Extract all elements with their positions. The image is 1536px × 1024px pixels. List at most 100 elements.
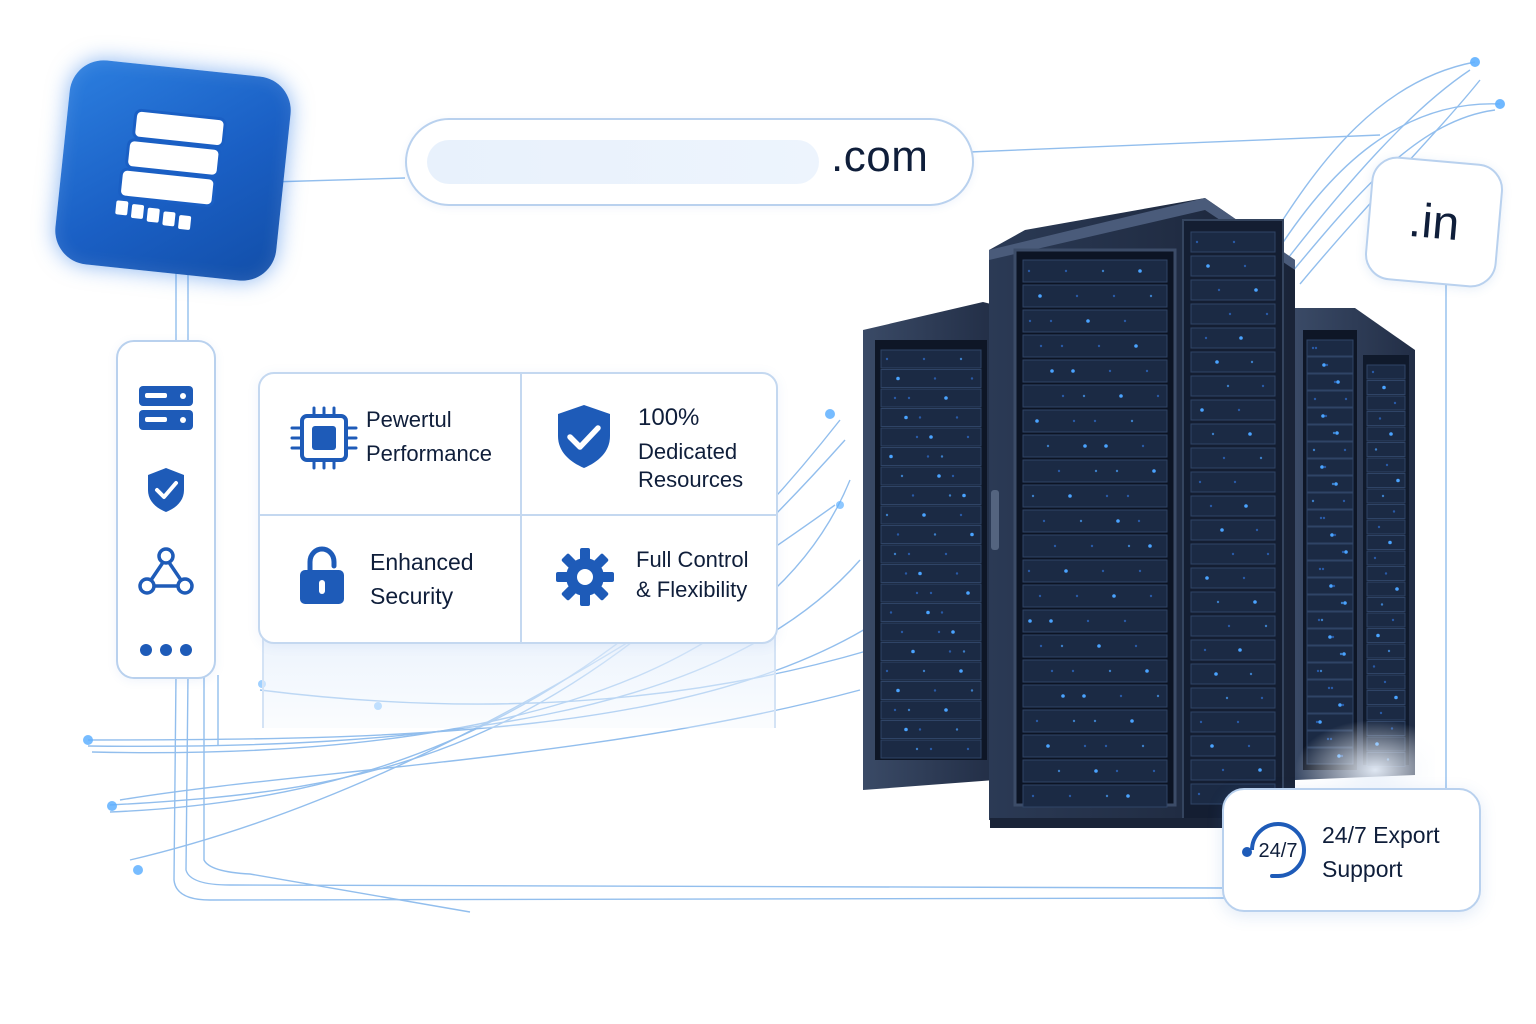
rack-slot [1366,442,1406,457]
rack-led [1388,540,1392,545]
rack-led [1383,680,1387,684]
rack-slot [1190,663,1276,685]
rack-slot [880,525,982,544]
rack-led [885,357,889,361]
rack-left-slots [880,349,982,759]
rack-led [1220,528,1224,532]
rack-led [1323,465,1327,469]
rack-slot [1190,303,1276,325]
rack-center-slots [1022,259,1168,808]
rack-led [1149,594,1153,598]
feature-performance[interactable]: Pewertul Performance [260,374,520,514]
feature-dedicated[interactable]: 100% Dedicated Resources [522,374,776,514]
rack-led [1156,394,1160,398]
tld-in-badge[interactable]: .in [1362,154,1506,290]
rack-led [1064,269,1068,273]
rack-led [1141,744,1145,748]
nav-item-network[interactable] [118,546,214,596]
feature-control-line1: Full Control [636,547,749,572]
rack-slot [1022,684,1168,708]
rack-slot [1190,471,1276,493]
server-racks-illustration [863,198,1435,830]
rack-slot [880,408,982,427]
rack-led [1333,380,1337,384]
rack-led [1031,794,1035,798]
grid-divider-vertical [520,374,522,642]
server-stack-icon [115,108,227,230]
rack-led [1222,456,1226,460]
rack-led [1119,694,1123,698]
rack-led [1035,719,1039,723]
rack-led [1064,569,1068,573]
rack-led [1046,444,1050,448]
rack-slot [1306,662,1354,680]
nav-item-more[interactable] [118,642,214,658]
rack-slot [1306,339,1354,357]
rack-led [929,435,933,439]
domain-search-bar[interactable]: .com [405,118,974,206]
rack-led [1376,633,1380,638]
rack-slot [1190,615,1276,637]
rack-led [1094,469,1098,473]
rack-led [1329,584,1333,588]
rack-led [1195,240,1199,244]
rack-led [1261,384,1265,388]
rack-slot [1190,567,1276,589]
rack-led [907,708,911,712]
rack-led [1134,344,1138,348]
nav-item-security[interactable] [118,466,214,514]
rack-led [1335,431,1339,435]
rack-led [1391,618,1395,622]
rack-led [1197,792,1201,796]
rack-led [885,513,889,517]
rack-led [951,630,955,634]
rack-led [1028,319,1032,323]
rack-led [1209,504,1213,508]
rack-led [922,513,926,517]
rack-led [896,533,900,536]
rack-led [1116,519,1120,523]
rack-led [1149,294,1153,298]
rack-slot [1366,473,1406,488]
rack-slot [1022,484,1168,508]
feature-performance-line2: Performance [366,441,492,466]
rack-led [1112,294,1116,298]
rack-slot [1190,327,1276,349]
rack-led [1225,696,1229,700]
rack-led [926,455,930,458]
rack-led [915,747,919,751]
rack-led [1313,397,1317,401]
rack-led [1342,652,1346,656]
rack-led [1046,744,1050,748]
feature-security[interactable]: Enhanced Security [260,516,520,642]
rack-slot [1366,581,1406,597]
nav-item-server[interactable] [118,384,214,432]
support-badge[interactable]: 24/7 24/7 Export Support [1222,788,1481,912]
rack-slot [1022,309,1168,333]
rack-led [1393,401,1397,405]
rack-slot [880,622,982,642]
rack-slot [880,720,982,739]
server-app-tile[interactable] [51,56,295,285]
domain-tld-label: .com [831,132,929,181]
rack-led [904,727,908,732]
rack-slot [1022,434,1168,458]
rack-slot [1190,735,1276,757]
rack-led [1315,720,1319,724]
feature-control[interactable]: Full Control & Flexibility [522,516,776,642]
server-rack-center [989,198,1295,830]
rack-led [1336,380,1340,384]
rack-led [1338,703,1342,707]
rack-led [1152,469,1156,473]
rack-led [1082,394,1086,398]
server-rack-right [1295,308,1415,780]
rack-led [1324,414,1328,418]
domain-input[interactable] [427,140,819,184]
rack-led [1331,482,1335,486]
grid-divider-horizontal [260,514,776,516]
rack-slot [1022,634,1168,658]
rack-slot [880,661,982,681]
rack-led [907,396,911,400]
rack-led [1221,768,1225,772]
rack-led [893,396,897,400]
